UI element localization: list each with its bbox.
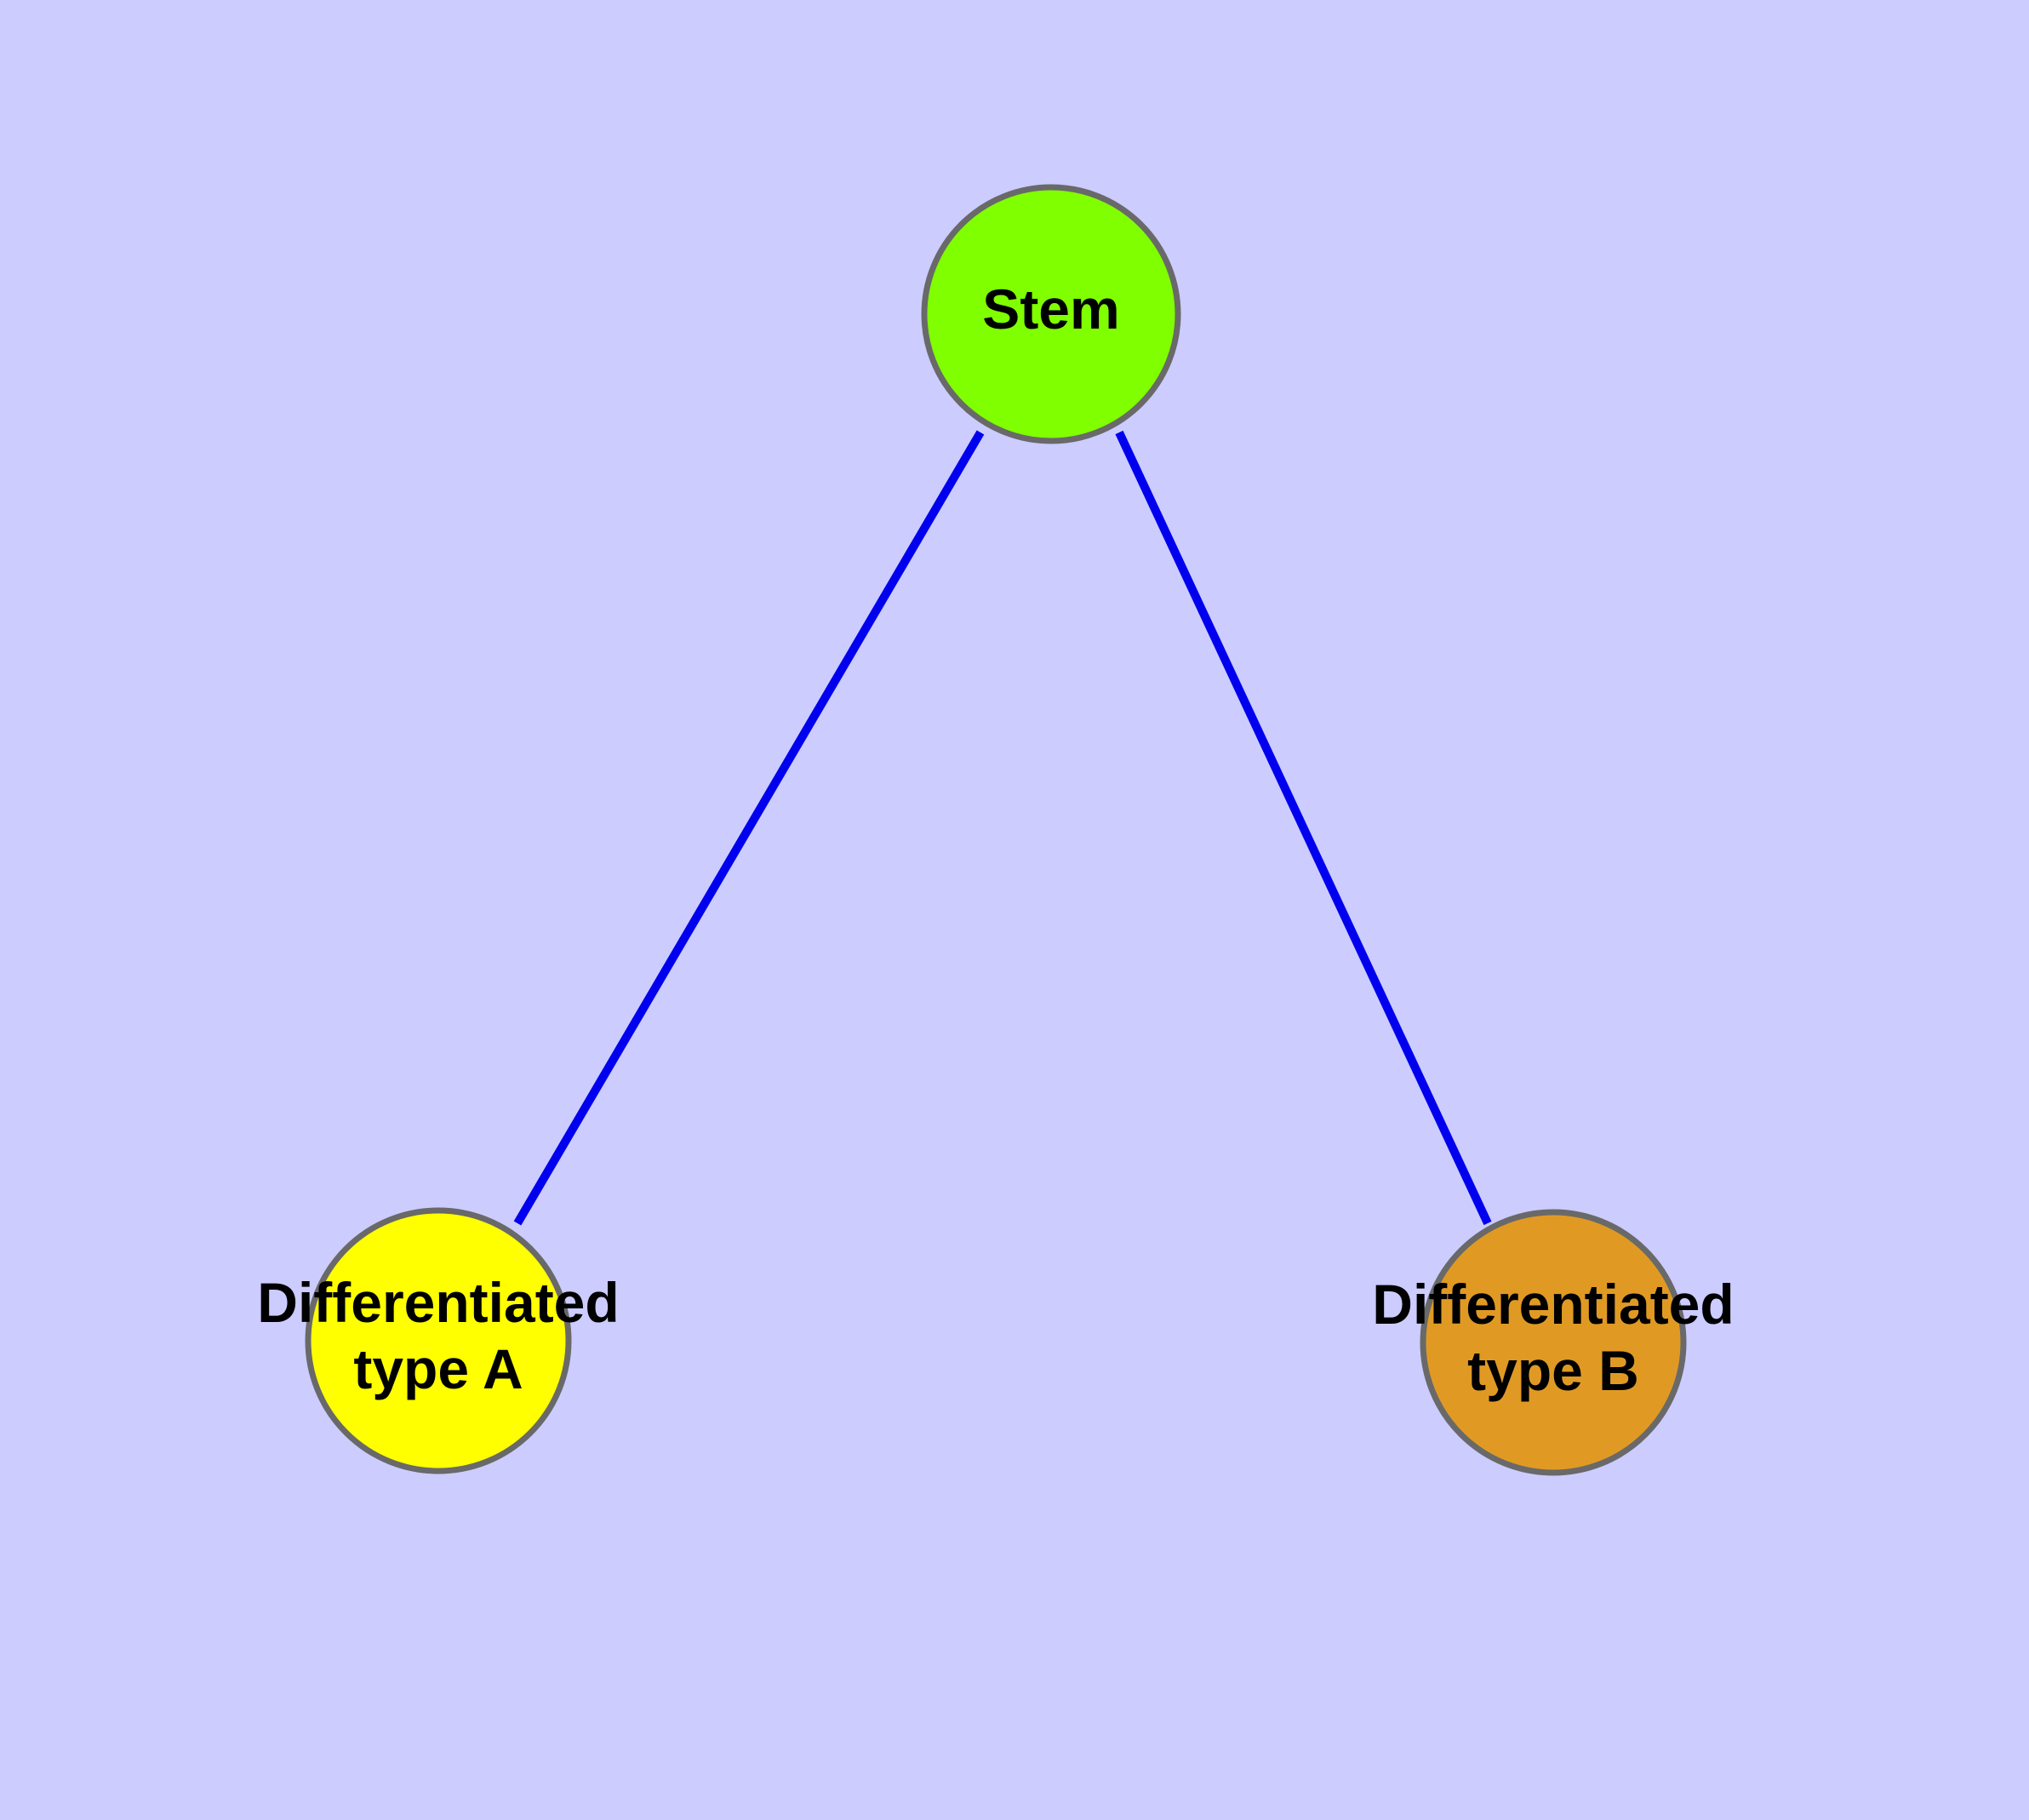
node-stem[interactable] (921, 184, 1181, 444)
nodes-layer (305, 184, 1687, 1476)
node-label-line: type A (353, 1337, 523, 1400)
node-label-line: Differentiated (1372, 1273, 1734, 1336)
node-diff_a[interactable] (305, 1207, 572, 1474)
node-label-line: Differentiated (257, 1271, 619, 1334)
node-diff_b[interactable] (1420, 1209, 1687, 1476)
node-label-line: Stem (982, 278, 1119, 341)
edge-stem-to-diff-a (513, 430, 985, 1226)
node-label-line: type B (1467, 1339, 1639, 1402)
node-label-stem: Stem (982, 278, 1119, 341)
edge-stem-to-diff-b (1115, 430, 1492, 1226)
edges-layer (513, 430, 1492, 1226)
